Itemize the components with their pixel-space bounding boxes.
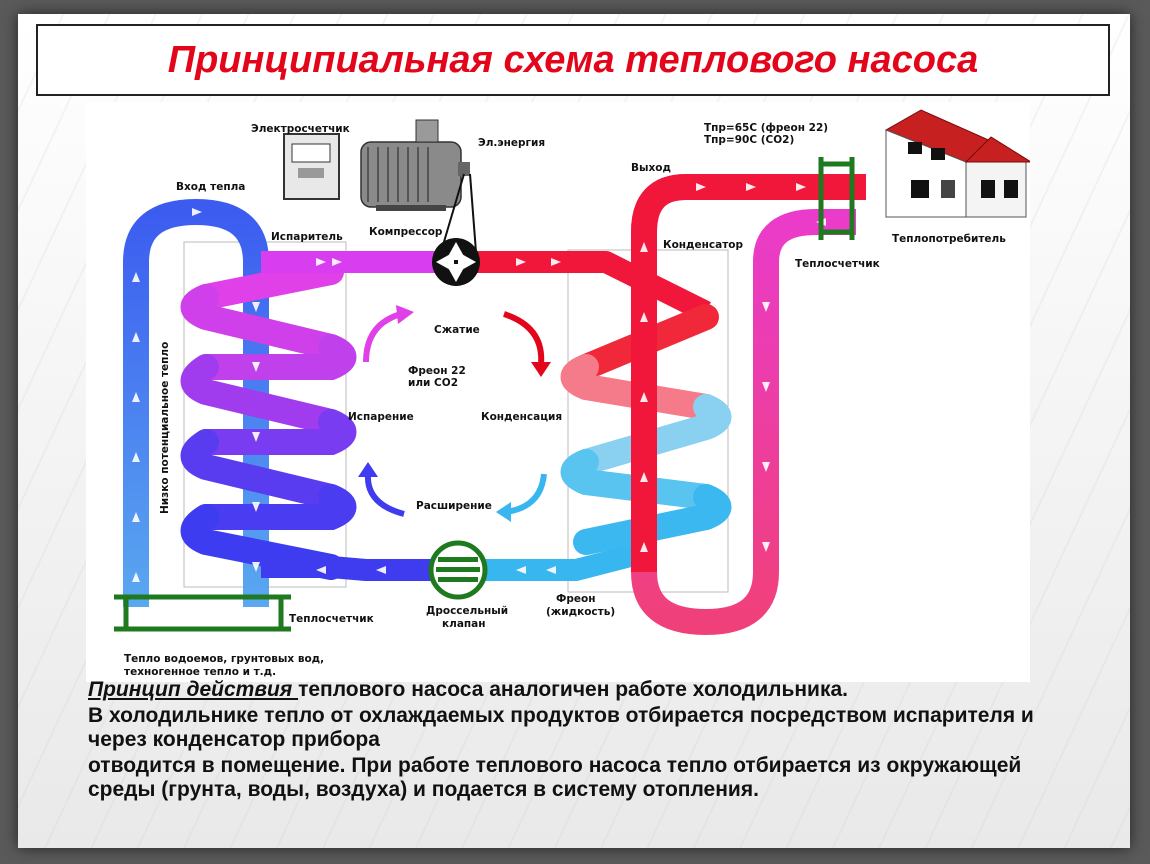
label-compressor: Компрессор	[369, 226, 443, 238]
page-title: Принципиальная схема теплового насоса	[167, 38, 979, 81]
liquid-line	[481, 541, 649, 581]
label-freon-liquid-line1: Фреон	[556, 593, 596, 605]
heat-meter-left	[114, 594, 291, 632]
compressor-symbol	[432, 238, 480, 286]
label-compression: Сжатие	[434, 324, 480, 336]
paragraph-2: В холодильнике тепло от охлаждаемых прод…	[88, 704, 1034, 751]
label-condenser: Конденсатор	[663, 239, 744, 251]
paragraph-1-rest: теплового насоса аналогичен работе холод…	[298, 678, 848, 701]
evaporator-bottom-line	[261, 556, 436, 581]
label-evaporator: Испаритель	[271, 231, 343, 243]
label-low-potential-heat: Низко потенциальное тепло	[159, 342, 171, 514]
hot-output-pipe	[631, 174, 866, 572]
label-output: Выход	[631, 162, 671, 174]
slide: Принципиальная схема теплового насоса	[18, 14, 1130, 848]
label-electric-energy: Эл.энергия	[478, 137, 545, 149]
label-sources-line1: Тепло водоемов, грунтовых вод,	[124, 653, 324, 665]
label-heat-input: Вход тепла	[176, 181, 245, 193]
description-text: Принцип действия теплового насоса аналог…	[88, 678, 1088, 804]
title-box: Принципиальная схема теплового насоса	[36, 24, 1110, 96]
label-heat-meter-left: Теплосчетчик	[289, 613, 374, 625]
heat-pump-diagram: Электросчетчик Эл.энергия Вход тепла Исп…	[114, 109, 1030, 678]
label-temp-line2: Тпр=90С (СО2)	[704, 134, 794, 146]
compressor-motor	[360, 119, 477, 253]
evaporator-coil	[180, 259, 356, 580]
paragraph-3: отводится в помещение. При работе теплов…	[88, 754, 1022, 801]
label-condensation: Конденсация	[481, 411, 562, 423]
flow-arrows	[132, 183, 826, 582]
label-throttle-line1: Дроссельный	[426, 605, 508, 617]
label-evaporation: Испарение	[348, 411, 414, 423]
house-icon	[884, 109, 1030, 218]
label-expansion: Расширение	[416, 500, 492, 512]
label-electricity-meter: Электросчетчик	[251, 123, 350, 135]
throttle-valve-symbol	[428, 540, 488, 600]
diagram-panel: Электросчетчик Эл.энергия Вход тепла Исп…	[86, 102, 1030, 682]
heat-meter-right	[818, 157, 855, 240]
label-temp-line1: Тпр=65С (фреон 22)	[704, 122, 828, 134]
label-throttle-line2: клапан	[442, 618, 486, 630]
principle-emphasis: Принцип действия	[88, 678, 299, 701]
label-sources-line2: техногенное тепло и т.д.	[124, 666, 276, 678]
label-heat-meter-right: Теплосчетчик	[795, 258, 880, 270]
label-heat-consumer: Теплопотребитель	[892, 233, 1006, 245]
label-freon-liquid-line2: (жидкость)	[546, 606, 615, 618]
label-refrigerant-line2: или СО2	[408, 377, 458, 389]
paragraph-1: Принцип действия теплового насоса аналог…	[88, 678, 1088, 702]
label-refrigerant-line1: Фреон 22	[408, 365, 466, 377]
electricity-meter	[283, 133, 340, 200]
cycle-arrows	[358, 305, 551, 522]
